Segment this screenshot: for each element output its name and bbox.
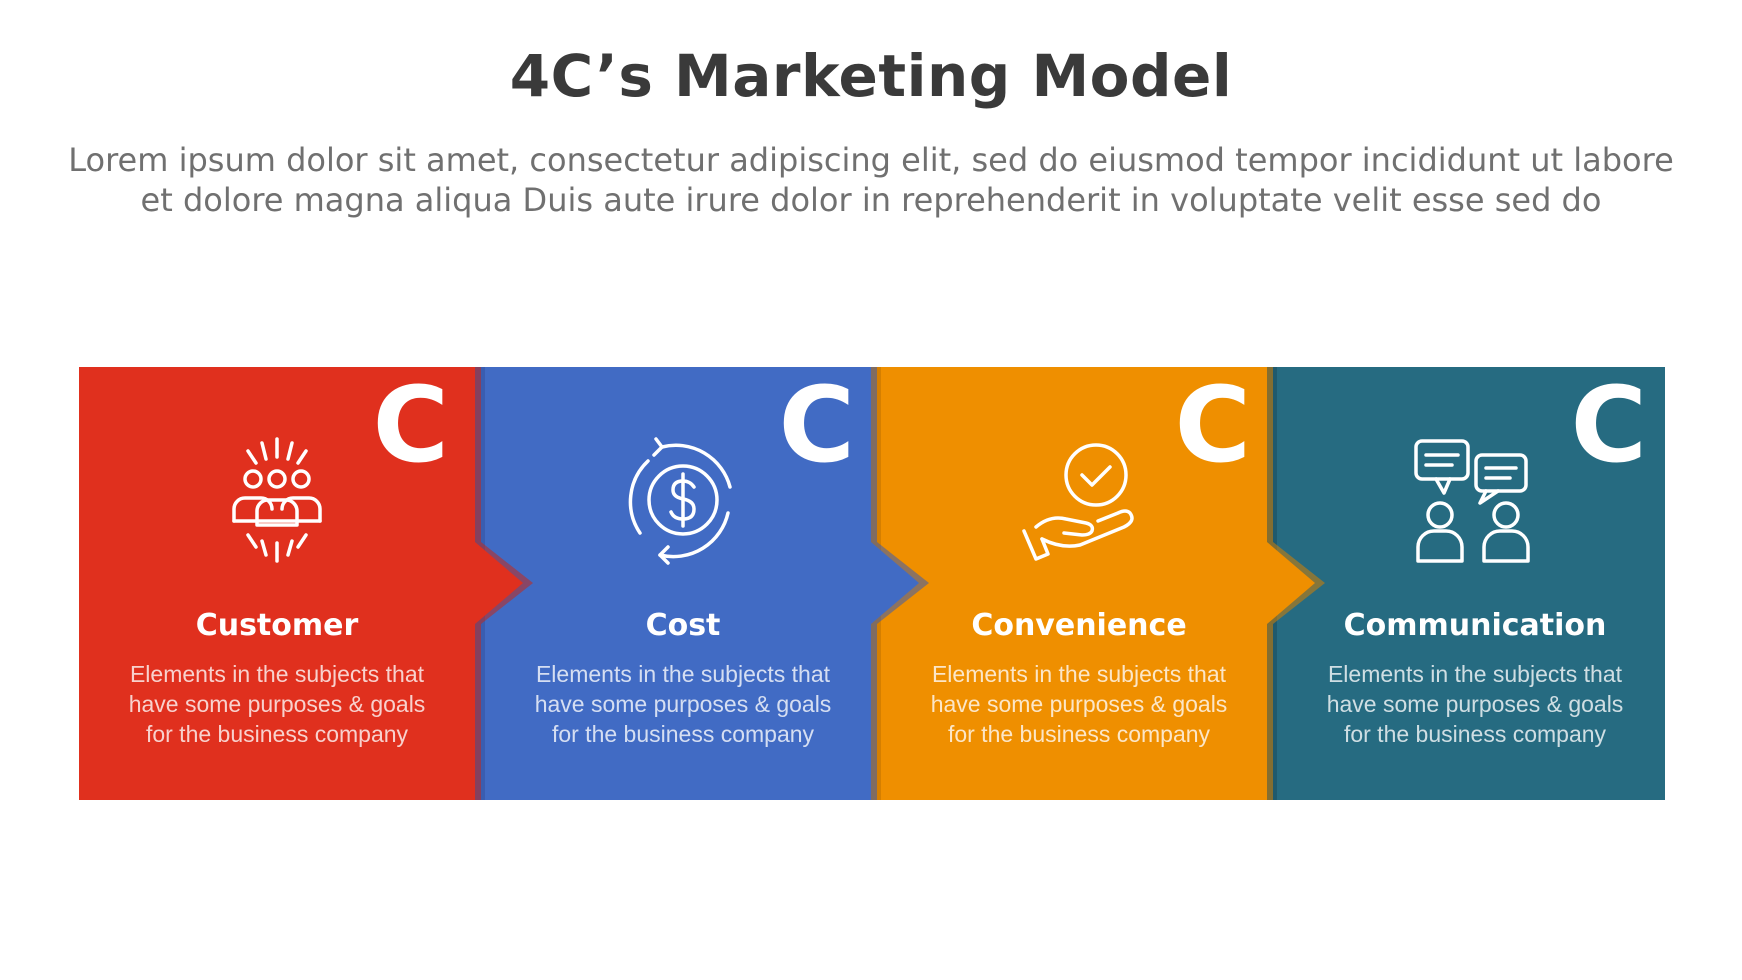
step-convenience: C Convenience Elements in the subjects t…	[881, 367, 1277, 800]
step-description: Elements in the subjects that have some …	[128, 661, 426, 747]
step-heading: Convenience	[971, 608, 1187, 643]
step-letter: C	[778, 364, 855, 486]
subtitle-line-1: Lorem ipsum dolor sit amet, consectetur …	[68, 141, 1674, 179]
communication-panel-bg	[1277, 367, 1665, 800]
step-letter: C	[1174, 364, 1251, 486]
step-heading: Cost	[645, 608, 721, 643]
step-description: Elements in the subjects that have some …	[930, 661, 1228, 747]
cost-panel-bg	[485, 367, 919, 800]
steps-band: C Customer Elements in the subjects	[79, 367, 1665, 800]
step-communication: C Communication Elements in the subjects…	[1277, 367, 1673, 800]
step-heading: Customer	[195, 608, 359, 643]
step-description: Elements in the subjects that have some …	[1326, 661, 1624, 747]
convenience-panel-bg	[881, 367, 1315, 800]
chat-people-icon	[1414, 439, 1530, 563]
steps-background	[79, 367, 1665, 800]
step-letter: C	[372, 364, 449, 486]
people-group-icon	[232, 437, 322, 563]
customer-panel-bg	[79, 367, 523, 800]
page-title: 4C’s Marketing Model	[509, 42, 1233, 110]
step-heading: Communication	[1343, 608, 1607, 643]
step-customer: C Customer Elements in the subjects	[79, 367, 475, 800]
dollar-cycle-icon	[628, 437, 732, 565]
page-subtitle: Lorem ipsum dolor sit amet, consectetur …	[60, 140, 1682, 220]
hand-check-icon	[1022, 443, 1134, 561]
step-cost: C Cost Elements in the subjects that hav…	[485, 367, 881, 800]
step-letter: C	[1570, 364, 1647, 486]
subtitle-line-2: et dolore magna aliqua Duis aute irure d…	[140, 181, 1602, 219]
step-description: Elements in the subjects that have some …	[534, 661, 832, 747]
